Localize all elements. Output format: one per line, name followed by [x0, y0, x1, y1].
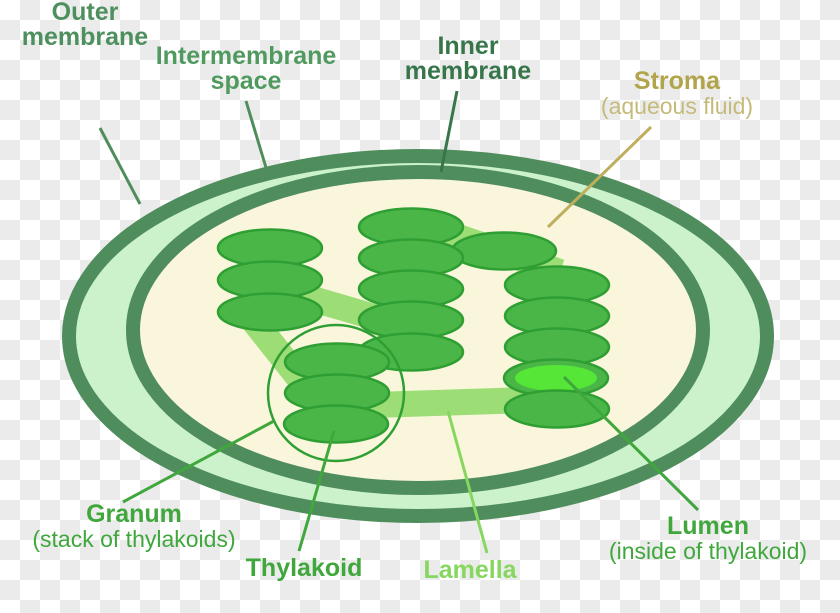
thylakoid-ellipse	[216, 292, 324, 332]
inner-membrane-leader-line	[439, 90, 459, 173]
intermembrane-space-label-line1: Intermembrane	[155, 42, 337, 70]
thylakoid-ellipse	[503, 389, 611, 429]
lamella-leader-line	[446, 410, 489, 554]
outer-membrane-leader-line	[98, 127, 142, 205]
inner-membrane-label: Inner membrane	[368, 34, 568, 84]
thylakoid-ellipse	[282, 404, 390, 444]
lumen-highlight	[515, 365, 597, 391]
thylakoid-label: Thylakoid	[224, 556, 384, 581]
granum-label-line1: Granum	[86, 500, 182, 528]
granum-label-line2: (stack of thylakoids)	[32, 526, 236, 552]
thylakoid-leader-line	[297, 430, 336, 552]
inner-membrane-label-line1: Inner	[437, 32, 499, 60]
intermembrane-space-label: Intermembrane space	[116, 44, 376, 94]
lumen-label: Lumen (inside of thylakoid)	[578, 514, 838, 564]
granum-label: Granum (stack of thylakoids)	[4, 502, 264, 552]
inner-membrane-label-line2: membrane	[404, 57, 532, 85]
granum-circle-marker	[266, 323, 406, 463]
stroma-label: Stroma (aqueous fluid)	[557, 69, 797, 119]
granum-leader-line	[122, 419, 275, 504]
thylakoid-stack-middle	[357, 207, 465, 372]
intermembrane-space-leader-line	[244, 100, 269, 172]
granum-stack	[282, 342, 391, 444]
lamella-label: Lamella	[400, 558, 540, 583]
lumen-label-line2: (inside of thylakoid)	[608, 538, 808, 564]
thylakoid-stack-right	[502, 265, 611, 429]
thylakoid-ellipse	[450, 231, 558, 271]
outer-membrane-label-line1: Outer	[51, 0, 119, 26]
stroma-leader-line	[546, 125, 653, 229]
outer-membrane-label-line2: membrane	[21, 23, 149, 51]
thylakoid-stack-left	[216, 228, 324, 332]
lumen-label-line1: Lumen	[667, 512, 749, 540]
lamella-label-line1: Lamella	[423, 556, 517, 584]
lumen-leader-line	[562, 375, 700, 512]
stroma-label-line1: Stroma	[633, 67, 721, 95]
thylakoid-label-line1: Thylakoid	[245, 554, 363, 582]
intermembrane-space-label-line2: space	[210, 67, 282, 95]
stroma-label-line2: (aqueous fluid)	[600, 93, 754, 119]
outer-membrane-label: Outer membrane	[0, 0, 170, 50]
